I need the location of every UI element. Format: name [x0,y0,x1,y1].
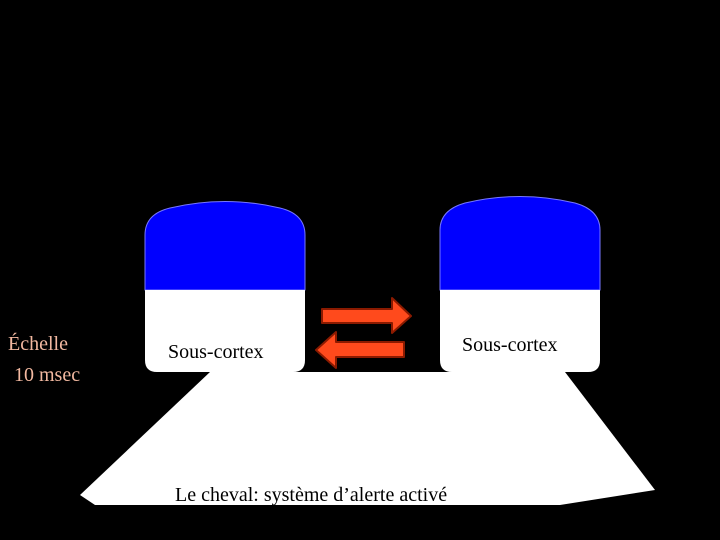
scale-label-line2: 10 msec [14,364,80,386]
right-head-label: Sous-cortex [462,334,558,356]
left-cortex-shape [144,201,306,291]
caption-text: Le cheval: système d’alerte activé [175,484,447,506]
scale-label-line1: Échelle [8,332,68,355]
right-subcortex-shape [440,290,600,372]
arrow-right-shape [321,297,412,334]
right-cortex-shape [439,196,601,291]
left-head-label: Sous-cortex [168,341,264,363]
left-subcortex-shape [145,290,305,372]
arrow-left-shape [315,331,405,369]
caption-background-shape [80,372,655,505]
double-arrow-icon [315,297,412,369]
